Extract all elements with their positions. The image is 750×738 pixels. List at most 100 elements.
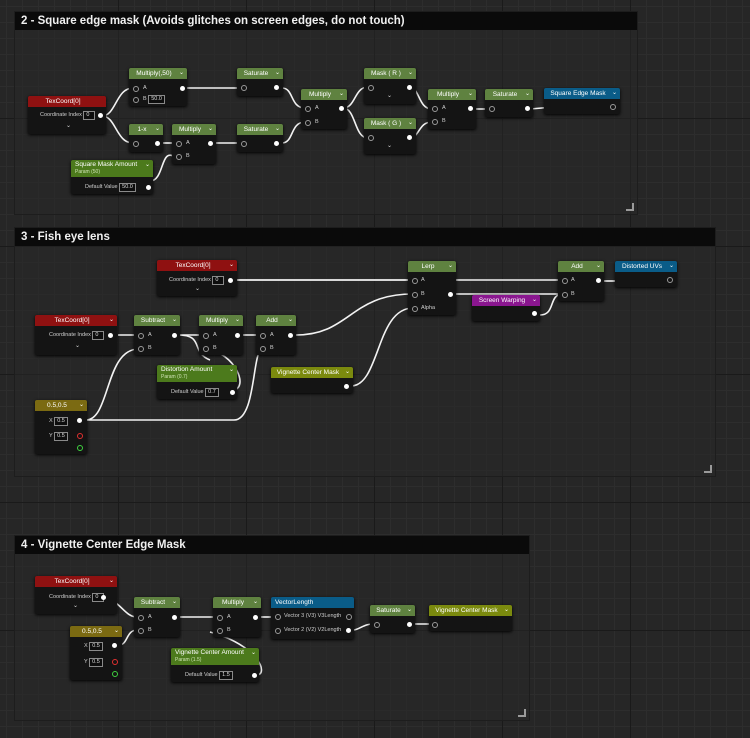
output-pin[interactable]: [339, 106, 344, 111]
pin-b[interactable]: [432, 119, 438, 125]
pin-a[interactable]: [133, 86, 139, 92]
output-pin[interactable]: [230, 390, 235, 395]
output-pin[interactable]: [228, 278, 233, 283]
saturate-node[interactable]: Saturate⌄: [370, 605, 415, 633]
input-pin[interactable]: [667, 277, 673, 283]
input-pin[interactable]: [489, 106, 495, 112]
chevron-down-icon[interactable]: ⌄: [467, 91, 473, 97]
output-pin[interactable]: [252, 673, 257, 678]
y-value-field[interactable]: 0.5: [89, 658, 103, 667]
coordinate-index-field[interactable]: 0: [212, 276, 225, 285]
chevron-down-icon[interactable]: ⌄: [75, 343, 81, 349]
y-value-field[interactable]: 0.5: [54, 432, 68, 441]
pin-b[interactable]: [412, 292, 418, 298]
chevron-down-icon[interactable]: ⌄: [228, 367, 234, 373]
output-pin[interactable]: [532, 311, 537, 316]
texcoord-node[interactable]: TexCoord[0]⌄ Coordinate Index 0 ⌄: [35, 576, 117, 614]
multiply-node[interactable]: Multiply⌄ A B: [428, 89, 476, 129]
chevron-down-icon[interactable]: ⌄: [406, 607, 412, 613]
output-pin[interactable]: [407, 135, 412, 140]
chevron-down-icon[interactable]: ⌄: [407, 120, 413, 126]
input-pin[interactable]: [241, 85, 247, 91]
multiply-node[interactable]: Multiply⌄ A B: [199, 315, 243, 355]
chevron-down-icon[interactable]: ⌄: [387, 93, 393, 99]
output-pin-r[interactable]: [77, 433, 83, 439]
chevron-down-icon[interactable]: ⌄: [207, 126, 213, 132]
chevron-down-icon[interactable]: ⌄: [108, 317, 114, 323]
chevron-down-icon[interactable]: ⌄: [531, 297, 537, 303]
mask-r-node[interactable]: Mask ( R )⌄ ⌄: [364, 68, 416, 104]
output-pin[interactable]: [146, 185, 151, 190]
vector2-input-pin[interactable]: [275, 628, 281, 634]
pin-b[interactable]: [138, 346, 144, 352]
input-pin[interactable]: [241, 141, 247, 147]
chevron-down-icon[interactable]: ⌄: [344, 369, 350, 375]
pin-b[interactable]: [217, 628, 223, 634]
chevron-down-icon[interactable]: ⌄: [387, 143, 393, 149]
output-pin[interactable]: [101, 595, 106, 600]
chevron-down-icon[interactable]: ⌄: [113, 628, 119, 634]
default-value-field[interactable]: 0.7: [205, 388, 219, 397]
chevron-down-icon[interactable]: ⌄: [252, 599, 258, 605]
output-pin[interactable]: [274, 141, 279, 146]
pin-b[interactable]: [176, 154, 182, 160]
output-pin[interactable]: [98, 113, 103, 118]
output-pin[interactable]: [172, 615, 177, 620]
chevron-down-icon[interactable]: ⌄: [407, 70, 413, 76]
texcoord-node[interactable]: TexCoord[0]⌄ Coordinate Index 0 ⌄: [157, 260, 237, 296]
chevron-down-icon[interactable]: ⌄: [595, 263, 601, 269]
pin-a[interactable]: [203, 333, 209, 339]
pin-b[interactable]: [562, 292, 568, 298]
input-pin[interactable]: [368, 135, 374, 141]
output-pin[interactable]: [172, 333, 177, 338]
output-pin[interactable]: [407, 622, 412, 627]
output-pin[interactable]: [344, 384, 349, 389]
one-minus-node[interactable]: 1-x⌄: [129, 124, 163, 152]
input-pin[interactable]: [610, 104, 616, 110]
multiply-node[interactable]: Multiply⌄ A B: [213, 597, 261, 637]
v3length-output-pin[interactable]: [346, 614, 352, 620]
mask-g-node[interactable]: Mask ( G )⌄ ⌄: [364, 118, 416, 154]
output-pin[interactable]: [253, 615, 258, 620]
lerp-node[interactable]: Lerp⌄ A B Alpha: [408, 261, 456, 315]
pin-a[interactable]: [138, 333, 144, 339]
resize-grip-icon[interactable]: [518, 709, 526, 717]
saturate-node[interactable]: Saturate⌄: [237, 124, 283, 152]
input-pin[interactable]: [432, 622, 438, 628]
x-value-field[interactable]: 0.5: [89, 642, 103, 651]
chevron-down-icon[interactable]: ⌄: [73, 603, 79, 609]
pin-b[interactable]: [260, 346, 266, 352]
output-pin-r[interactable]: [112, 659, 118, 665]
texcoord-node[interactable]: TexCoord[0]⌄ Coordinate Index 0 ⌄: [35, 315, 117, 355]
chevron-down-icon[interactable]: ⌄: [611, 90, 617, 96]
multiply-50-node[interactable]: Multiply(,50)⌄ A B 50.0: [129, 68, 187, 106]
chevron-down-icon[interactable]: ⌄: [250, 650, 256, 656]
vignette-center-mask-output-node[interactable]: Vignette Center Mask⌄: [429, 605, 512, 631]
saturate-node[interactable]: Saturate⌄: [237, 68, 283, 96]
resize-grip-icon[interactable]: [626, 203, 634, 211]
b-value-field[interactable]: 50.0: [148, 95, 165, 104]
default-value-field[interactable]: 1.5: [219, 671, 233, 680]
chevron-down-icon[interactable]: ⌄: [274, 70, 280, 76]
pin-alpha[interactable]: [412, 306, 418, 312]
chevron-down-icon[interactable]: ⌄: [274, 126, 280, 132]
vector-length-node[interactable]: VectorLength Vector 3 (V3) V3Length Vect…: [271, 597, 354, 639]
x-value-field[interactable]: 0.5: [54, 417, 68, 426]
input-pin[interactable]: [133, 141, 139, 147]
chevron-down-icon[interactable]: ⌄: [287, 317, 293, 323]
output-pin[interactable]: [155, 141, 160, 146]
pin-a[interactable]: [412, 278, 418, 284]
add-node[interactable]: Add⌄ A B: [256, 315, 296, 355]
pin-a[interactable]: [305, 106, 311, 112]
default-value-field[interactable]: 50.0: [119, 183, 136, 192]
chevron-down-icon[interactable]: ⌄: [66, 123, 72, 129]
output-pin[interactable]: [288, 333, 293, 338]
pin-b[interactable]: [138, 628, 144, 634]
vector3-input-pin[interactable]: [275, 614, 281, 620]
pin-b[interactable]: [305, 120, 311, 126]
pin-b[interactable]: [203, 346, 209, 352]
chevron-down-icon[interactable]: ⌄: [338, 91, 344, 97]
output-pin[interactable]: [596, 278, 601, 283]
chevron-down-icon[interactable]: ⌄: [234, 317, 240, 323]
